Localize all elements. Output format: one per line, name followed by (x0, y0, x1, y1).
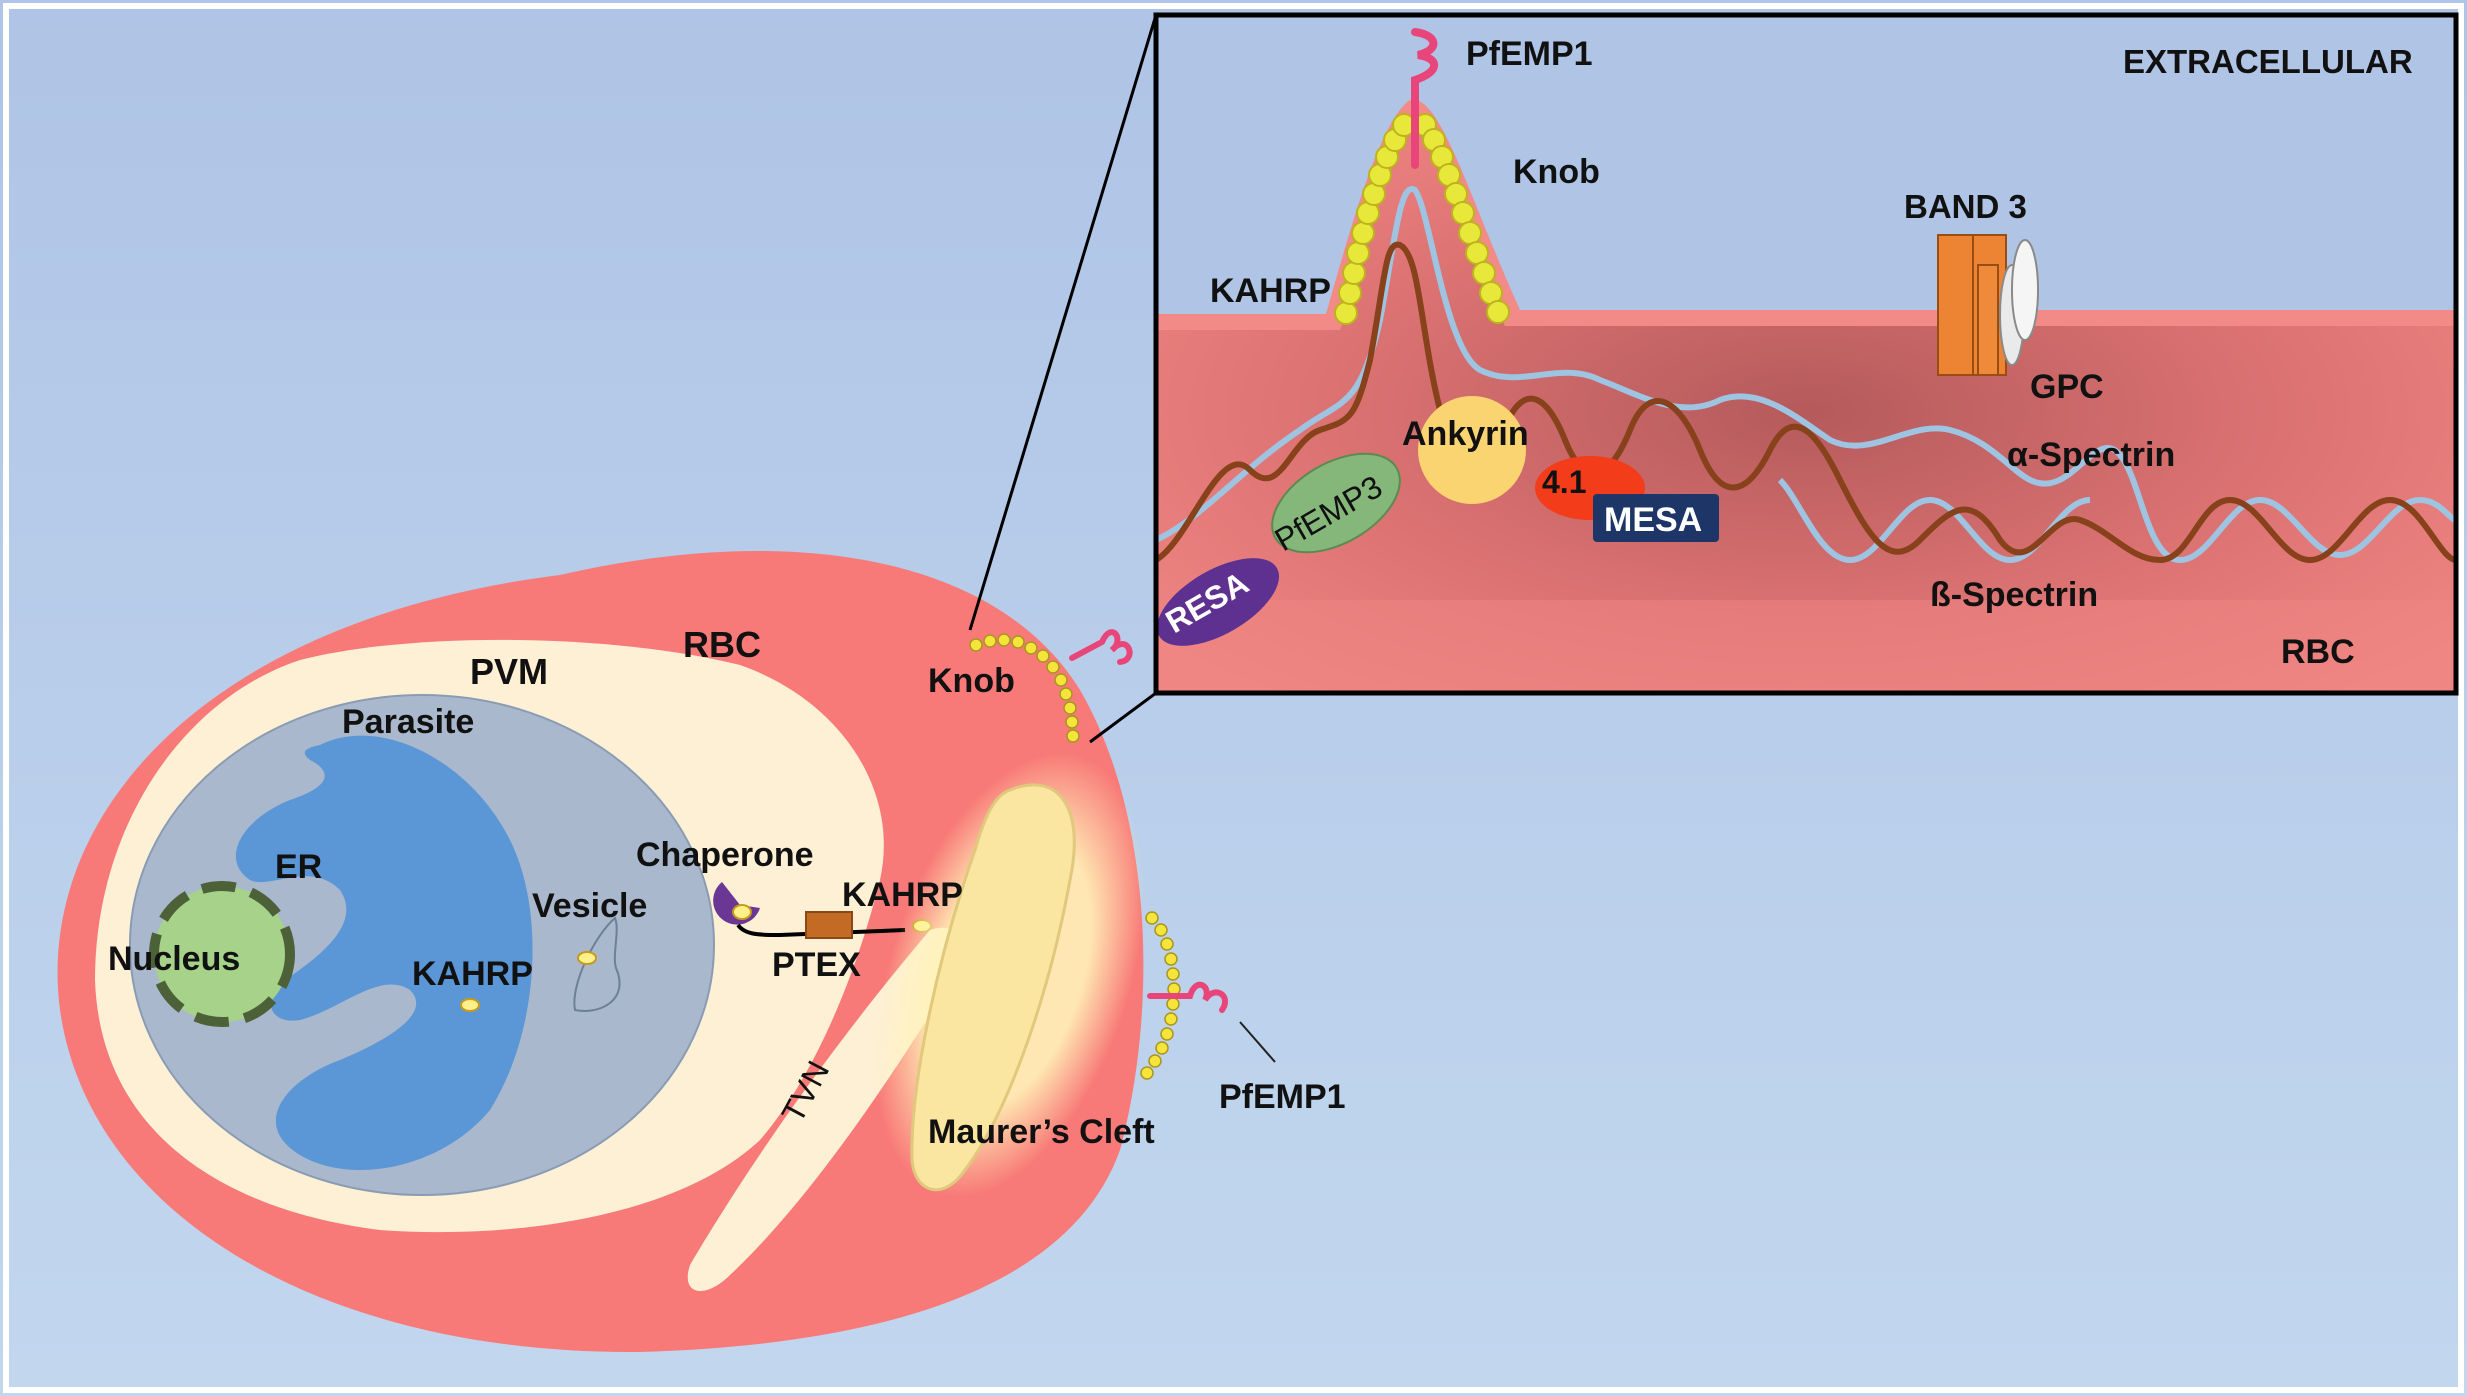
maurers-cleft (910, 783, 1076, 1192)
inset-label-extracellular: EXTRACELLULAR (2123, 43, 2413, 80)
infected-rbc (57, 550, 1276, 1353)
label-maurers-cleft: Maurer’s Cleft (928, 1113, 1155, 1151)
inset-label-kahrp: KAHRP (1210, 272, 1331, 310)
inset-border (1153, 12, 2459, 696)
membrane-inset (1153, 12, 2459, 696)
label-er: ER (275, 848, 322, 886)
label-nucleus: Nucleus (108, 940, 240, 978)
band3-left (1937, 234, 1974, 376)
pfemp1-knob-main (1069, 629, 1133, 665)
inset-label-beta-spectrin: ß-Spectrin (1930, 576, 2098, 614)
gpc-right (2011, 239, 2039, 341)
inset-label-pfemp1: PfEMP1 (1466, 35, 1593, 73)
label-chaperone: Chaperone (636, 836, 814, 874)
inset-label-band3: BAND 3 (1904, 188, 2027, 225)
chaperone-kahrp-dot (732, 904, 752, 920)
label-pfemp1: PfEMP1 (1219, 1078, 1346, 1116)
pfemp3 (1271, 452, 1401, 554)
inset-label-4-1: 4.1 (1542, 464, 1586, 500)
vesicle-kahrp-dot (577, 951, 597, 965)
inset-label-gpc: GPC (2030, 368, 2104, 406)
pfemp1-leader-line (1239, 1021, 1276, 1063)
inset-label-ankyrin: Ankyrin (1402, 415, 1529, 453)
pfemp1-side (1147, 981, 1228, 1013)
zoom-line-top (968, 14, 1158, 631)
label-kahrp-er: KAHRP (412, 955, 533, 993)
frame-border (3, 3, 2464, 1393)
inset-label-mesa: MESA (1604, 501, 1702, 539)
inset-label-alpha-spectrin: α-Spectrin (2007, 436, 2175, 474)
pfemp1-inset (1411, 28, 1439, 169)
inset-label-knob: Knob (1513, 153, 1600, 191)
nucleus (149, 881, 295, 1027)
pfemp1-patch (1140, 911, 1181, 1080)
zoom-line-bottom (1089, 691, 1157, 744)
mesa (1593, 494, 1719, 542)
resa (1156, 558, 1280, 646)
band3-inner (1977, 264, 1999, 376)
inset-label-rbc: RBC (2281, 633, 2355, 671)
inset-bottom-fade (1156, 600, 2456, 693)
ptex-cargo-line (736, 923, 906, 938)
knob-main (969, 633, 1080, 743)
ankyrin (1418, 396, 1526, 504)
label-kahrp-ptex: KAHRP (842, 876, 963, 914)
label-rbc: RBC (683, 624, 761, 665)
ptex-channel (805, 911, 853, 939)
alpha-spectrin (1156, 241, 2456, 564)
label-ptex: PTEX (772, 946, 861, 984)
label-pvm: PVM (470, 651, 548, 692)
endoplasmic-reticulum (235, 735, 533, 1170)
label-knob: Knob (928, 662, 1015, 700)
kahrp-beads (1334, 113, 1510, 325)
er-kahrp-dot (460, 998, 480, 1012)
label-vesicle: Vesicle (532, 887, 647, 925)
label-parasite: Parasite (342, 703, 474, 741)
